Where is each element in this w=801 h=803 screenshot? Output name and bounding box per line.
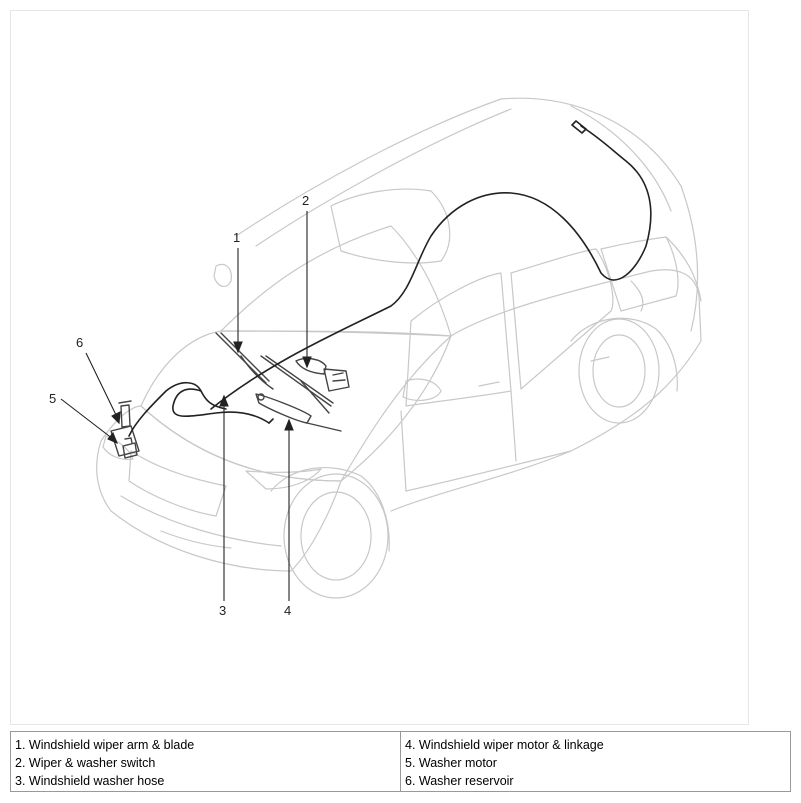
callout-1: 1 [233, 230, 240, 245]
callout-3: 3 [219, 603, 226, 618]
callout-leaders [60, 211, 312, 601]
diagram-figure: 1 2 3 4 5 6 [10, 10, 749, 725]
callout-labels: 1 2 3 4 5 6 [49, 193, 309, 618]
legend-item: 2. Wiper & washer switch [15, 756, 156, 770]
wiper-switch [295, 357, 327, 375]
vehicle-outline [96, 97, 702, 599]
legend-item: 3. Windshield washer hose [15, 774, 165, 788]
legend-column-left: 1. Windshield wiper arm & blade 2. Wiper… [11, 732, 400, 791]
legend-item: 4. Windshield wiper motor & linkage [405, 738, 604, 752]
washer-reservoir [110, 425, 140, 457]
legend-table: 1. Windshield wiper arm & blade 2. Wiper… [10, 731, 791, 792]
callout-4: 4 [284, 603, 291, 618]
washer-hose [128, 120, 652, 437]
washer-motor-body [122, 442, 138, 459]
wiper-blade-left [215, 332, 267, 384]
vehicle-diagram: 1 2 3 4 5 6 [49, 97, 702, 618]
callout-6: 6 [76, 335, 83, 350]
callout-2: 2 [302, 193, 309, 208]
legend-item: 5. Washer motor [405, 756, 497, 770]
callout-5: 5 [49, 391, 56, 406]
wiper-blade-right [260, 355, 332, 407]
legend-column-right: 4. Windshield wiper motor & linkage 5. W… [400, 732, 790, 791]
legend-item: 6. Washer reservoir [405, 774, 514, 788]
legend-item: 1. Windshield wiper arm & blade [15, 738, 195, 752]
